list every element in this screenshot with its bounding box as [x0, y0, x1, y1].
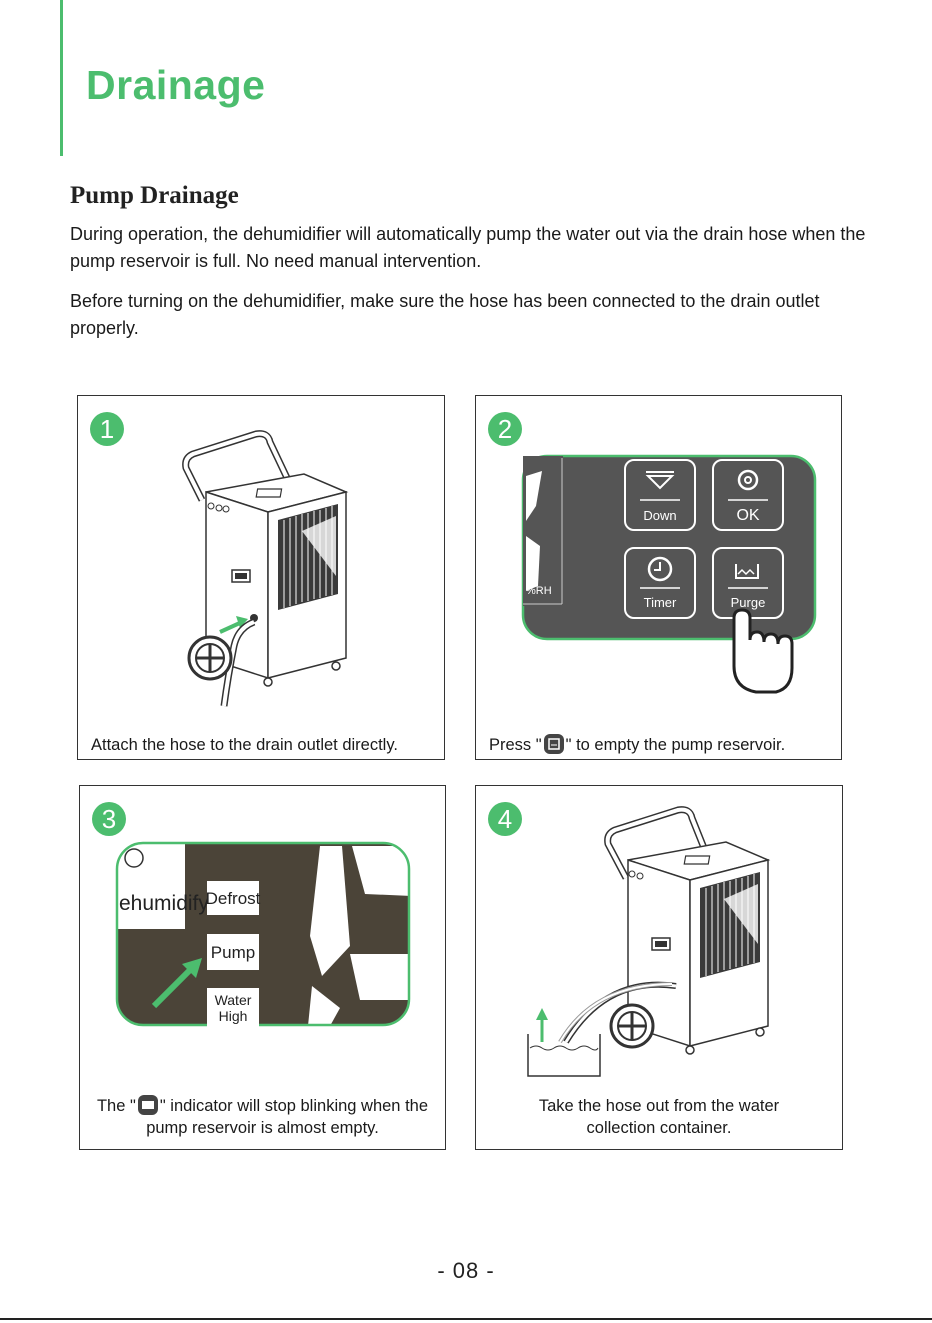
step-4-caption-line-1: Take the hose out from the water — [538, 1097, 780, 1115]
dehumidify-label: ehumidify — [119, 892, 209, 915]
timer-label: Timer — [644, 595, 677, 610]
step-2-caption-before: Press " — [489, 736, 542, 754]
water-high-label-1: Water — [215, 992, 252, 1008]
accent-bar — [60, 0, 63, 156]
indicator-panel-illustration: ehumidify Defrost Pump Water High — [115, 841, 411, 1028]
control-panel-illustration: %RH Down OK Timer Purge — [521, 454, 817, 694]
step-1-panel: 1 — [77, 395, 445, 760]
water-high-label-2: High — [219, 1008, 248, 1024]
step-2-number: 2 — [488, 412, 522, 446]
green-arrow-icon — [182, 958, 202, 978]
step-2-caption-after: " to empty the pump reservoir. — [565, 736, 786, 754]
down-label: Down — [643, 508, 676, 523]
paragraph-2: Before turning on the dehumidifier, make… — [70, 291, 820, 338]
water-drop-icon — [124, 848, 144, 868]
step-2-panel: 2 %RH Down OK Timer Purge P — [475, 395, 842, 760]
clock-icon — [647, 556, 673, 582]
step-4-panel: 4 — [475, 785, 843, 1150]
paragraph-1: During operation, the dehumidifier will … — [70, 224, 866, 271]
step-3-caption: The " " indicator will stop blinking when… — [80, 1095, 445, 1139]
step-3-number: 3 — [92, 802, 126, 836]
timer-button[interactable] — [624, 547, 696, 619]
ok-button[interactable] — [712, 459, 784, 531]
up-arrow-icon — [536, 1008, 548, 1020]
page-title: Drainage — [86, 62, 266, 108]
step-1-caption: Attach the hose to the drain outlet dire… — [91, 736, 398, 754]
dehumidifier-container-illustration — [527, 806, 771, 1077]
dehumidifier-hose-illustration — [182, 430, 349, 707]
section-title: Pump Drainage — [70, 182, 239, 209]
step-3-caption-before: The " — [96, 1097, 136, 1115]
bottom-divider — [0, 1318, 932, 1320]
down-button[interactable] — [624, 459, 696, 531]
step-1-number: 1 — [90, 412, 124, 446]
purge-label: Purge — [731, 595, 766, 610]
ok-label: OK — [736, 507, 759, 524]
rh-label: %RH — [526, 585, 552, 597]
water-tank-icon — [735, 564, 759, 579]
down-arrow-icon — [645, 475, 675, 490]
page-number: - 08 - — [437, 1258, 495, 1283]
defrost-label: Defrost — [206, 889, 261, 908]
step-4-caption-line-2: collection container. — [586, 1119, 732, 1137]
purge-inline-icon — [543, 734, 564, 754]
gear-icon — [737, 469, 759, 491]
step-4-caption: Take the hose out from the water collect… — [476, 1095, 842, 1139]
pump-inline-icon — [137, 1095, 158, 1115]
pump-label: Pump — [211, 943, 255, 962]
step-3-panel: 3 ehumidify Defrost Pump Water High The … — [79, 785, 446, 1150]
step-4-number: 4 — [488, 802, 522, 836]
step-3-caption-after: " indicator will stop blinking when the … — [146, 1097, 429, 1137]
step-2-caption: Press " " to empty the pump reservoir. — [489, 734, 841, 756]
hand-pointer-icon — [732, 608, 794, 694]
